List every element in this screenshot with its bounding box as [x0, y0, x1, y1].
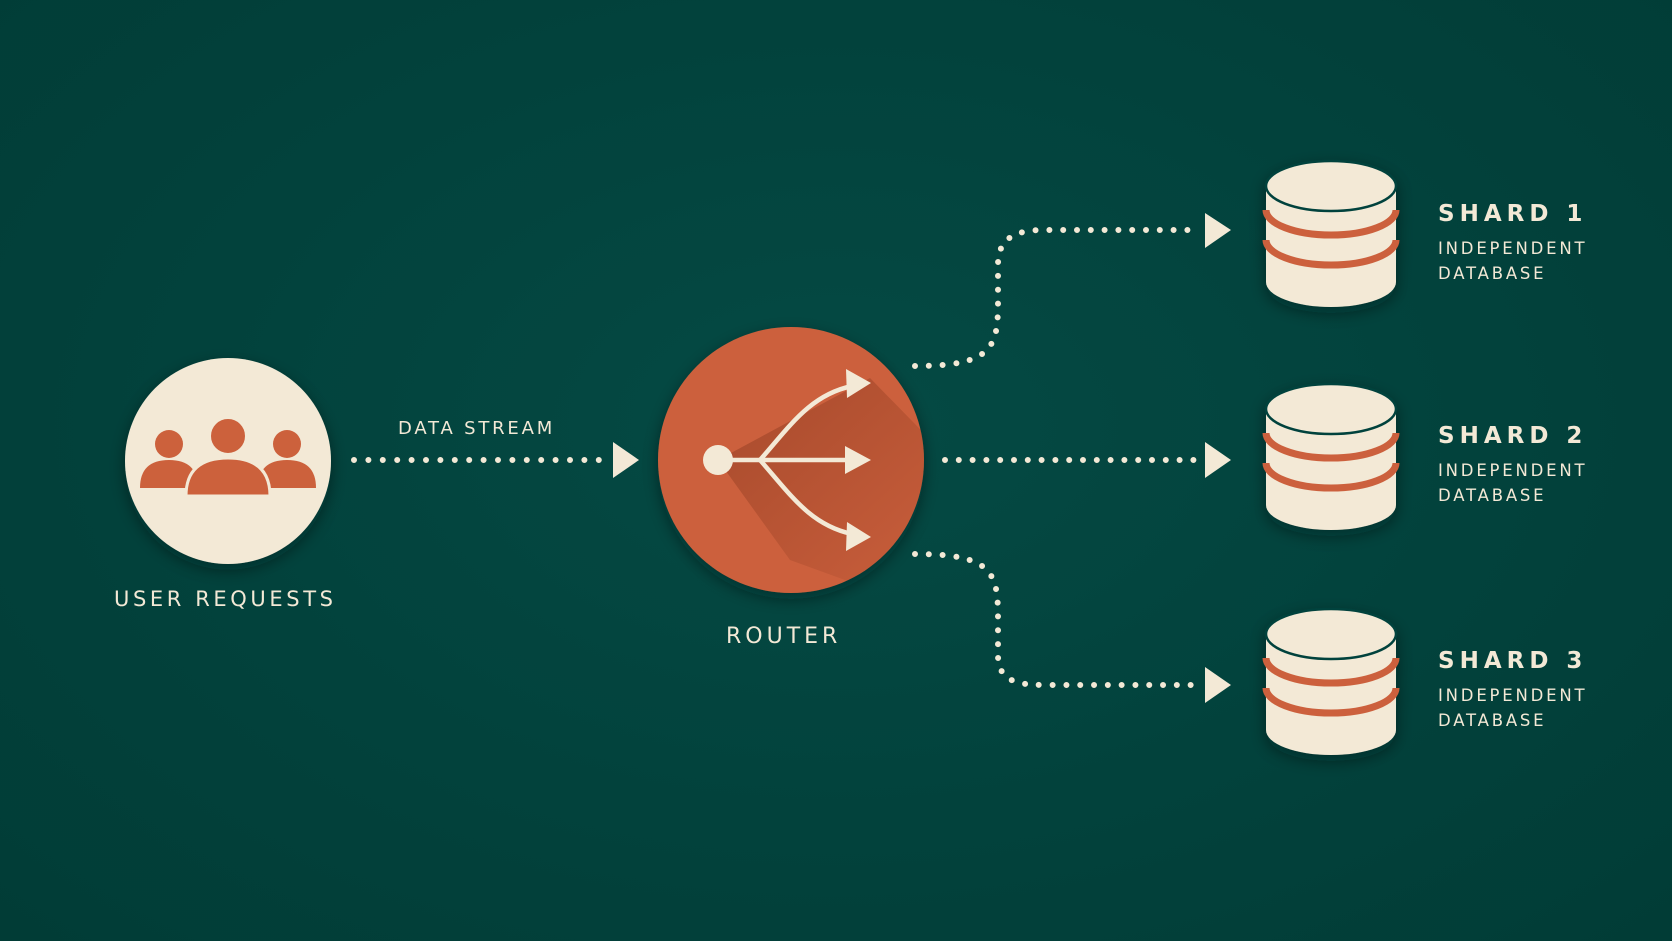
path-to-shard-1 [912, 227, 1201, 369]
data-stream-label: DATA STREAM [398, 418, 556, 439]
shard-subtitle-line1: INDEPENDENT [1438, 686, 1588, 705]
database-cylinder-icon [1262, 159, 1400, 307]
shard-subtitle-line2: DATABASE [1438, 486, 1547, 505]
arrowhead-icon [613, 442, 639, 478]
shard-subtitle-line1: INDEPENDENT [1438, 461, 1588, 480]
user-requests-label: USER REQUESTS [114, 587, 337, 611]
shard-title: SHARD 3 [1438, 648, 1588, 674]
router-arrowheads [703, 369, 871, 551]
shard-arrowheads [1205, 213, 1231, 703]
path-to-shard-3 [912, 551, 1201, 688]
shard-title: SHARD 1 [1438, 201, 1588, 227]
shard-subtitle-line2: DATABASE [1438, 711, 1547, 730]
shard-1-labels: SHARD 1 INDEPENDENT DATABASE [1438, 201, 1587, 286]
branching-arrows-icon [715, 383, 855, 537]
shard-subtitle-line2: DATABASE [1438, 264, 1547, 283]
shard-2-labels: SHARD 2 INDEPENDENT DATABASE [1438, 423, 1587, 508]
shard-title: SHARD 2 [1438, 423, 1588, 449]
shard-3-labels: SHARD 3 INDEPENDENT DATABASE [1438, 648, 1587, 733]
router-label: ROUTER [726, 624, 842, 649]
user-requests-node [125, 358, 331, 564]
database-cylinder-icon [1262, 607, 1400, 755]
database-cylinder-icon [1262, 382, 1400, 530]
router-to-shard-paths [912, 227, 1201, 688]
shard-subtitle-line1: INDEPENDENT [1438, 239, 1588, 258]
router-node [658, 327, 924, 593]
data-stream-arrow [351, 442, 639, 478]
users-group-icon [140, 416, 316, 498]
